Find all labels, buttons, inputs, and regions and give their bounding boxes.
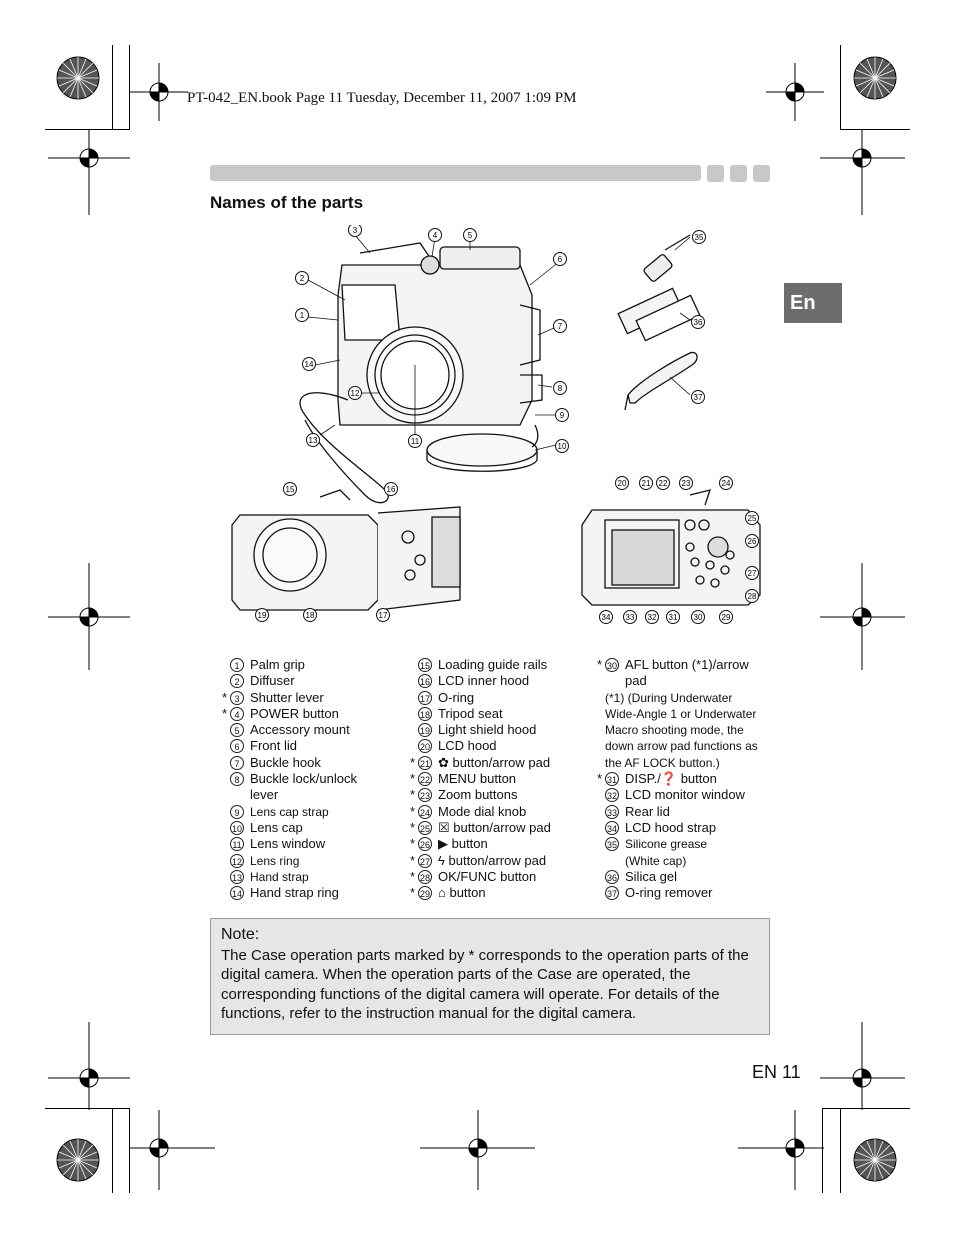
- footnote: (*1) (During Underwater Wide-Angle 1 or …: [605, 690, 758, 770]
- list-item: *26▶ button: [410, 836, 488, 852]
- note-title: Note:: [221, 926, 260, 943]
- svg-text:14: 14: [305, 360, 314, 369]
- list-item: *25☒ button/arrow pad: [410, 819, 551, 835]
- svg-text:36: 36: [694, 318, 703, 327]
- svg-text:34: 34: [602, 613, 611, 622]
- svg-text:11: 11: [411, 437, 420, 446]
- svg-text:3: 3: [353, 226, 358, 235]
- svg-text:37: 37: [694, 393, 703, 402]
- svg-text:22: 22: [659, 479, 668, 488]
- svg-text:33: 33: [626, 613, 635, 622]
- parts-list-col3: * 30 AFL button (*1)/arrow pad (*1) (Dur…: [597, 657, 758, 901]
- svg-text:29: 29: [722, 613, 731, 622]
- language-tab: En: [784, 283, 842, 323]
- svg-text:23: 23: [682, 479, 691, 488]
- svg-text:26: 26: [748, 537, 757, 546]
- svg-text:15: 15: [286, 485, 295, 494]
- note-box: Note: The Case operation parts marked by…: [210, 918, 770, 1035]
- svg-text:19: 19: [258, 611, 267, 620]
- svg-text:16: 16: [387, 485, 396, 494]
- svg-text:21: 21: [642, 479, 651, 488]
- svg-text:30: 30: [694, 613, 703, 622]
- back-view: [581, 489, 761, 606]
- svg-text:20: 20: [618, 479, 627, 488]
- svg-text:6: 6: [558, 255, 563, 264]
- open-case-view: [231, 489, 461, 611]
- svg-text:2: 2: [300, 274, 305, 283]
- page-title: Names of the parts: [210, 193, 364, 212]
- list-item: *29⌂ button: [410, 885, 486, 901]
- figure-callouts: 3 4 5 2 1 6 7 8 9 10 11 12 13 14 35 36 3…: [255, 225, 759, 624]
- page-number: EN 11: [752, 1062, 801, 1082]
- front-view-housing: [299, 242, 543, 504]
- svg-text:35: 35: [695, 233, 704, 242]
- svg-text:12: 12: [351, 389, 360, 398]
- svg-text:4: 4: [433, 231, 438, 240]
- svg-text:25: 25: [748, 514, 757, 523]
- book-header-line: PT-042_EN.book Page 11 Tuesday, December…: [187, 90, 577, 106]
- svg-text:8: 8: [558, 384, 563, 393]
- svg-text:9: 9: [560, 411, 565, 420]
- svg-text:5: 5: [468, 231, 473, 240]
- note-body: The Case operation parts marked by * cor…: [221, 946, 749, 1023]
- svg-text:7: 7: [558, 322, 563, 331]
- svg-text:27: 27: [748, 569, 757, 578]
- svg-text:10: 10: [558, 442, 567, 451]
- svg-text:18: 18: [306, 611, 315, 620]
- svg-text:13: 13: [309, 436, 318, 445]
- list-item: *21✿ button/arrow pad: [410, 754, 551, 770]
- svg-text:1: 1: [300, 311, 305, 320]
- svg-text:31: 31: [669, 613, 678, 622]
- svg-text:24: 24: [722, 479, 731, 488]
- parts-illustration: 3 4 5 2 1 6 7 8 9 10 11 12 13 14 35 36 3…: [231, 225, 761, 624]
- svg-text:28: 28: [748, 592, 757, 601]
- list-item: * 30 AFL button (*1)/arrow pad: [597, 657, 749, 689]
- svg-text:32: 32: [648, 613, 657, 622]
- accessories: [617, 234, 701, 411]
- svg-text:17: 17: [379, 611, 388, 620]
